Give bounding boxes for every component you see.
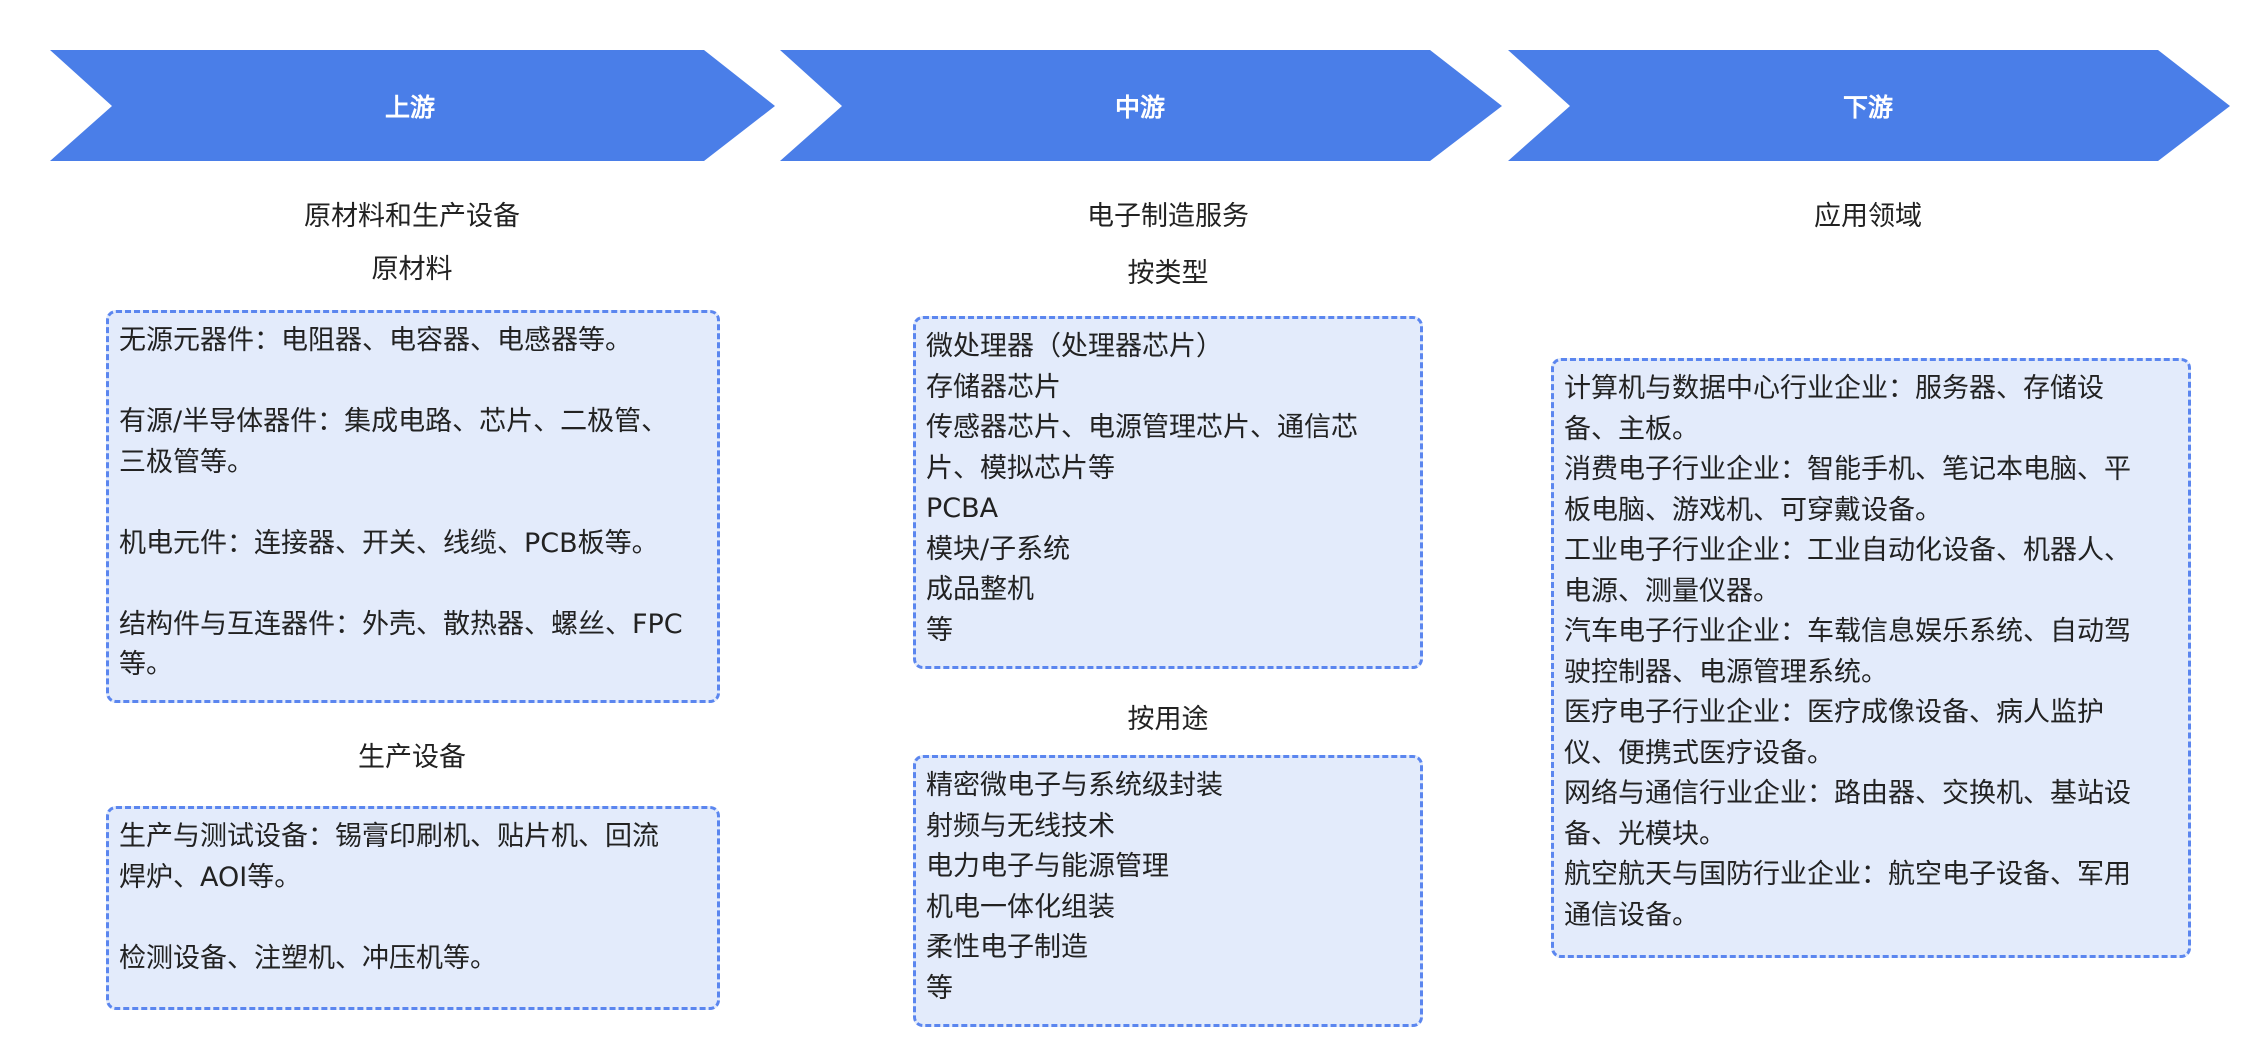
equipment-line: 检测设备、注塑机、冲压机等。: [119, 942, 497, 974]
raw-materials-line: 机电元件：连接器、开关、线缆、PCB板等。: [119, 527, 659, 559]
raw-materials-title: 原材料: [371, 254, 453, 285]
application-line: 汽车电子行业企业：车载信息娱乐系统、自动驾: [1564, 616, 2131, 647]
midstream-section-title: 电子制造服务: [1087, 201, 1249, 232]
application-line: 网络与通信行业企业：路由器、交换机、基站设: [1564, 778, 2131, 809]
raw-materials-line: 有源/半导体器件：集成电路、芯片、二极管、: [119, 406, 669, 437]
by-type-line: 等: [926, 614, 953, 646]
raw-materials-line: 三极管等。: [119, 446, 254, 478]
upstream-section-title: 原材料和生产设备: [304, 201, 520, 232]
application-line: 消费电子行业企业：智能手机、笔记本电脑、平: [1564, 454, 2131, 485]
upstream-label: 上游: [384, 93, 435, 122]
raw-materials-line: 等。: [119, 649, 173, 680]
equipment-title: 生产设备: [358, 742, 466, 773]
application-line: 计算机与数据中心行业企业：服务器、存储设: [1564, 373, 2104, 404]
by-use-box: 精密微电子与系统级封装 射频与无线技术 电力电子与能源管理 机电一体化组装 柔性…: [913, 755, 1423, 1027]
equipment-line: 生产与测试设备：锡膏印刷机、贴片机、回流: [119, 821, 659, 852]
application-line: 航空航天与国防行业企业：航空电子设备、军用: [1564, 859, 2131, 890]
equipment-box: 生产与测试设备：锡膏印刷机、贴片机、回流 焊炉、AOI等。 检测设备、注塑机、冲…: [106, 806, 720, 1010]
application-line: 通信设备。: [1564, 899, 1699, 931]
by-type-line: 成品整机: [926, 574, 1034, 605]
upstream-arrow: [50, 50, 775, 161]
downstream-arrow: [1508, 50, 2230, 161]
by-type-line: 片、模拟芯片等: [926, 452, 1115, 484]
by-type-line: 微处理器（处理器芯片）: [926, 331, 1223, 362]
application-line: 备、主板。: [1564, 413, 1699, 445]
by-use-line: 精密微电子与系统级封装: [926, 770, 1223, 801]
by-use-line: 射频与无线技术: [926, 810, 1115, 842]
value-chain-arrows: [50, 50, 2230, 161]
application-line: 驶控制器、电源管理系统。: [1564, 656, 1888, 688]
raw-materials-line: 结构件与互连器件：外壳、散热器、螺丝、FPC: [119, 608, 683, 640]
by-type-line: 存储器芯片: [926, 371, 1061, 403]
downstream-label: 下游: [1842, 93, 1893, 122]
by-use-line: 电力电子与能源管理: [926, 851, 1169, 882]
equipment-line: 焊炉、AOI等。: [119, 861, 302, 893]
application-line: 工业电子行业企业：工业自动化设备、机器人、: [1564, 535, 2131, 566]
raw-materials-line: 无源元器件：电阻器、电容器、电感器等。: [119, 325, 632, 356]
application-line: 电源、测量仪器。: [1564, 575, 1780, 607]
application-line: 医疗电子行业企业：医疗成像设备、病人监护: [1564, 697, 2104, 728]
application-line: 仪、便携式医疗设备。: [1564, 737, 1834, 769]
by-use-line: 机电一体化组装: [926, 891, 1115, 923]
downstream-section-title: 应用领域: [1814, 201, 1922, 232]
application-line: 板电脑、游戏机、可穿戴设备。: [1564, 494, 1942, 526]
raw-materials-box: 无源元器件：电阻器、电容器、电感器等。 有源/半导体器件：集成电路、芯片、二极管…: [106, 310, 720, 703]
application-areas-box: 计算机与数据中心行业企业：服务器、存储设 备、主板。 消费电子行业企业：智能手机…: [1551, 358, 2191, 958]
by-use-line: 柔性电子制造: [926, 932, 1088, 963]
midstream-arrow: [780, 50, 1502, 161]
by-type-line: 传感器芯片、电源管理芯片、通信芯: [926, 412, 1358, 443]
by-use-line: 等: [926, 972, 953, 1004]
midstream-label: 中游: [1114, 93, 1165, 122]
by-use-title: 按用途: [1127, 704, 1209, 735]
by-type-line: 模块/子系统: [926, 533, 1071, 565]
by-type-line: PCBA: [926, 493, 999, 524]
application-line: 备、光模块。: [1564, 818, 1726, 850]
by-type-title: 按类型: [1127, 258, 1209, 289]
by-type-box: 微处理器（处理器芯片） 存储器芯片 传感器芯片、电源管理芯片、通信芯 片、模拟芯…: [913, 316, 1423, 669]
